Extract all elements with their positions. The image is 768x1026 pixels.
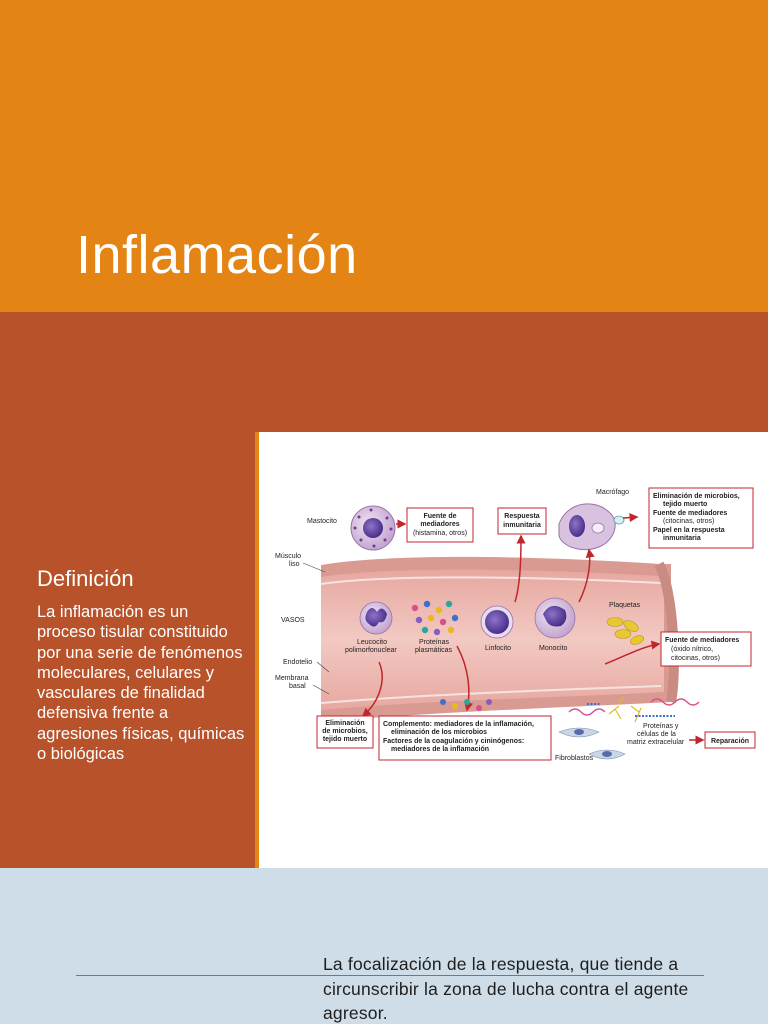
inflammation-diagram: Mastocito Fuente de mediadores (histamin…	[275, 487, 756, 762]
label-membrana-1: Membrana	[275, 675, 309, 682]
box-fuente2-line3: citocinas, otros)	[671, 655, 720, 662]
focalization-slide: La focalización de la respuesta, que tie…	[0, 868, 768, 1024]
label-musculo-1: Músculo	[275, 553, 301, 560]
definition-panel: Definición La inflamación es un proceso …	[0, 432, 255, 868]
vessel-lumen	[321, 569, 664, 710]
label-matriz-3: matriz extracelular	[627, 739, 685, 746]
label-leucocito-2: polimorfonuclear	[345, 647, 397, 654]
label-plaquetas: Plaquetas	[609, 602, 641, 609]
box-respuesta-line1: Respuesta	[504, 513, 540, 520]
extracellular-matrix	[568, 696, 700, 723]
slide-title: Inflamación	[76, 225, 358, 285]
box-fuente1-line2: mediadores	[420, 521, 459, 528]
panel-divider	[255, 432, 259, 868]
box-fuente2-line2: (óxido nítrico,	[671, 646, 713, 653]
label-linfocito: Linfocito	[485, 645, 511, 652]
box-fuente1-line1: Fuente de	[423, 513, 456, 520]
released-proteins	[440, 699, 492, 711]
box-reparacion-label: Reparación	[711, 738, 749, 745]
label-matriz-2: células de la	[637, 731, 676, 738]
box-fuente2-line1: Fuente de mediadores	[665, 637, 739, 644]
label-mastocito: Mastocito	[307, 518, 337, 525]
definition-slide: Definición La inflamación es un proceso …	[0, 432, 768, 868]
box-comp-line4: mediadores de la inflamación	[391, 746, 489, 753]
box-eliminacion-microbios	[316, 715, 374, 749]
box-fuente-mediadores-2	[660, 631, 752, 667]
box-elim-line1: Eliminación	[325, 720, 364, 727]
definition-text: La inflamación es un proceso tisular con…	[37, 603, 245, 764]
box-macro-line2: tejido muerto	[663, 501, 707, 508]
fibroblast-cells	[558, 727, 626, 760]
label-leucocito-1: Leucocito	[357, 639, 387, 646]
label-monocito: Monocito	[539, 645, 568, 652]
box-macrofago-funciones	[648, 487, 754, 549]
box-macro-line5: Papel en la respuesta	[653, 527, 725, 534]
box-reparacion	[704, 731, 756, 749]
box-macro-line4: (citocinas, otros)	[663, 518, 714, 525]
box-comp-line3: Factores de la coagulación y cininógenos…	[383, 738, 524, 745]
title-slide-band	[0, 312, 768, 432]
box-comp-line1: Complemento: mediadores de la inflamació…	[383, 721, 534, 728]
box-macro-line6: inmunitaria	[663, 535, 701, 542]
plasma-proteins	[411, 600, 459, 636]
box-fuente1-line3: (histamina, otros)	[413, 530, 467, 537]
definition-heading: Definición	[37, 566, 134, 591]
focalization-text: La focalización de la respuesta, que tie…	[323, 954, 689, 1023]
macrophage-cell	[558, 503, 616, 551]
platelets	[606, 617, 645, 645]
box-fuente-mediadores-1	[406, 507, 474, 543]
box-comp-line2: eliminación de los microbios	[391, 729, 487, 736]
label-endotelio: Endotelio	[283, 659, 312, 666]
title-slide: Inflamación	[0, 0, 768, 312]
label-musculo-2: liso	[289, 561, 300, 568]
box-elim-line2: de microbios,	[322, 728, 368, 735]
box-respuesta-inmunitaria	[497, 507, 547, 535]
label-membrana-2: basal	[289, 683, 306, 690]
label-vasos: VASOS	[281, 617, 305, 624]
label-proteinas-2: plasmáticas	[415, 647, 452, 654]
box-respuesta-line2: inmunitaria	[503, 522, 541, 529]
label-macrofago: Macrófago	[596, 489, 629, 496]
box-macro-line1: Eliminación de microbios,	[653, 493, 740, 500]
box-macro-line3: Fuente de mediadores	[653, 510, 727, 517]
label-proteinas-1: Proteínas	[419, 639, 449, 646]
box-complemento	[378, 715, 552, 761]
slide-rule	[76, 975, 704, 976]
box-elim-line3: tejido muerto	[323, 736, 367, 743]
label-matriz-1: Proteínas y	[643, 723, 679, 730]
label-fibroblastos: Fibroblastos	[555, 755, 594, 762]
